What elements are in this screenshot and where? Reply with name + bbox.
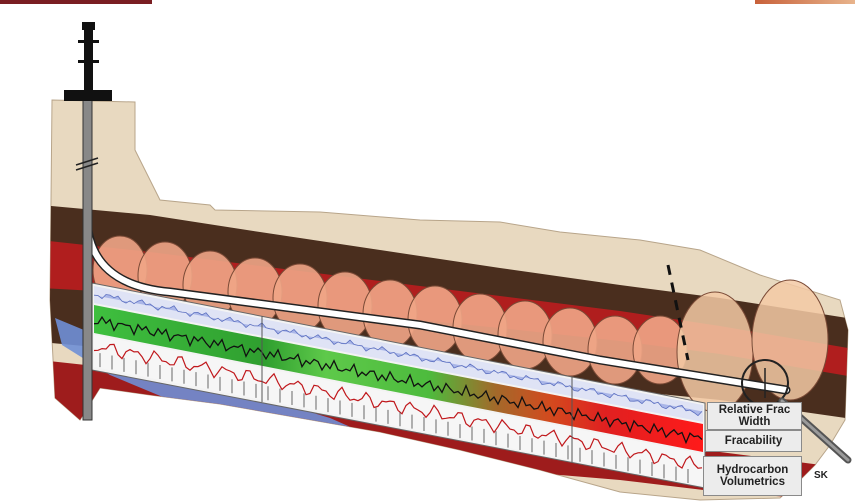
frac-ellipse — [751, 279, 829, 401]
frac-width-curve — [93, 294, 703, 417]
vertical-casing — [82, 99, 93, 421]
casing-marker — [75, 157, 99, 166]
legend-relative-frac-width: Relative Frac Width — [707, 402, 802, 430]
casing-marker-2 — [75, 162, 99, 171]
frac-ellipse — [676, 291, 754, 413]
upper-shale-layer — [50, 205, 848, 352]
water-lens — [55, 318, 380, 448]
corner-accent-left — [0, 0, 152, 4]
well-log-panel — [91, 282, 706, 489]
legend-fracability: Fracability — [705, 430, 802, 452]
fracability-curve — [93, 315, 703, 445]
log-depth-ticks — [99, 353, 689, 484]
fracability-track — [94, 305, 703, 452]
drilling-rig-icon — [64, 22, 112, 101]
legend-hydrocarbon-volumetrics: Hydrocarbon Volumetrics — [703, 456, 802, 496]
corner-accent-right — [755, 0, 855, 4]
fault-line — [666, 264, 690, 361]
hydrocarbon-curve — [93, 343, 703, 469]
author-signature: SK — [814, 470, 828, 481]
